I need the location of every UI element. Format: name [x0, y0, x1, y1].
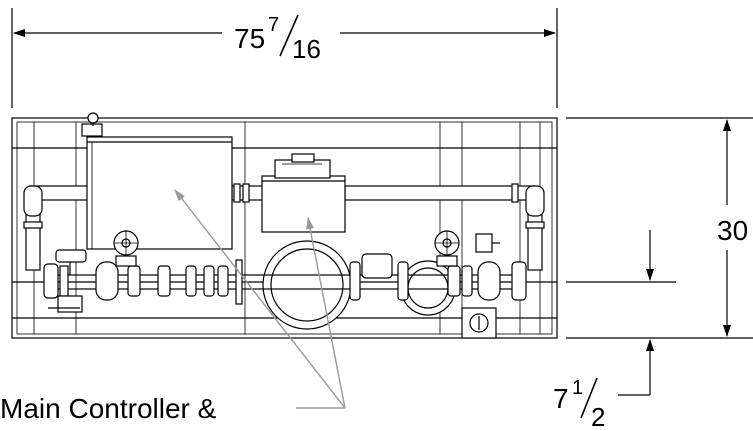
leader-to-main-controller — [174, 189, 346, 409]
left-support-bracket — [57, 295, 83, 313]
coupling-4 — [157, 265, 171, 297]
check-valve — [475, 233, 493, 253]
coupling-9 — [397, 261, 409, 301]
main-controller-box — [81, 112, 233, 250]
callout: Main Controller & — [0, 189, 346, 424]
upper-pipe-coupling-c — [511, 183, 519, 203]
flange-1 — [235, 259, 243, 305]
offset-dimension: 7 1 2 — [553, 230, 676, 431]
coupling-5 — [185, 265, 197, 297]
main-pipe-right-elbow — [477, 261, 501, 301]
offset-dimension-numerator: 1 — [572, 377, 583, 399]
controller-enclosure — [86, 136, 233, 250]
skid-inner-frame — [16, 121, 553, 335]
valve-body-left — [115, 255, 137, 267]
upper-pipe-right-run — [344, 185, 536, 201]
upper-pipe-coupling-b — [242, 183, 250, 203]
width-dimension-whole: 75 — [234, 23, 265, 54]
main-pipe-assembly — [43, 230, 527, 339]
width-dimension-denominator: 16 — [292, 34, 321, 64]
coupling-8 — [349, 261, 361, 301]
coupling-7 — [217, 265, 229, 297]
secondary-top-unit — [274, 159, 331, 179]
coupling-6 — [203, 265, 215, 297]
height-dimension: 30 — [566, 117, 753, 339]
secondary-top-knob — [291, 153, 315, 163]
upper-pipe-coupling-a — [233, 183, 241, 203]
upper-pipe — [23, 183, 545, 271]
drain-valve-handle — [55, 249, 87, 263]
callout-label: Main Controller & — [0, 393, 217, 424]
pump-housing-inner — [270, 248, 344, 322]
flow-meter-inner — [407, 267, 449, 309]
height-dimension-value: 30 — [717, 215, 748, 246]
coupling-2 — [59, 265, 69, 297]
leader-to-secondary-controller — [306, 217, 346, 409]
coupling-12 — [511, 261, 527, 301]
width-dimension-numerator: 7 — [268, 14, 279, 36]
width-dimension: 75 7 16 — [11, 8, 558, 108]
secondary-enclosure — [261, 175, 346, 233]
controller-top-cap — [81, 123, 103, 137]
strainer — [361, 253, 393, 279]
coupling-3 — [127, 265, 141, 297]
width-fraction-slash — [279, 14, 299, 57]
coupling-1 — [43, 263, 59, 299]
coupling-10 — [447, 265, 461, 297]
pressure-gauge-icon — [87, 112, 99, 124]
offset-fraction-slash — [580, 377, 598, 419]
secondary-controller — [261, 153, 346, 233]
left-riser-coupling — [23, 221, 43, 229]
valve-body-right — [436, 255, 458, 267]
offset-dimension-whole: 7 — [553, 383, 569, 414]
right-riser-coupling — [525, 221, 545, 229]
main-pipe-left-elbow — [95, 261, 119, 301]
right-riser-elbow — [525, 185, 545, 217]
skid-outer-frame — [11, 117, 558, 339]
coupling-11 — [461, 265, 473, 297]
left-riser-elbow — [23, 185, 43, 217]
offset-dimension-denominator: 2 — [591, 402, 605, 431]
